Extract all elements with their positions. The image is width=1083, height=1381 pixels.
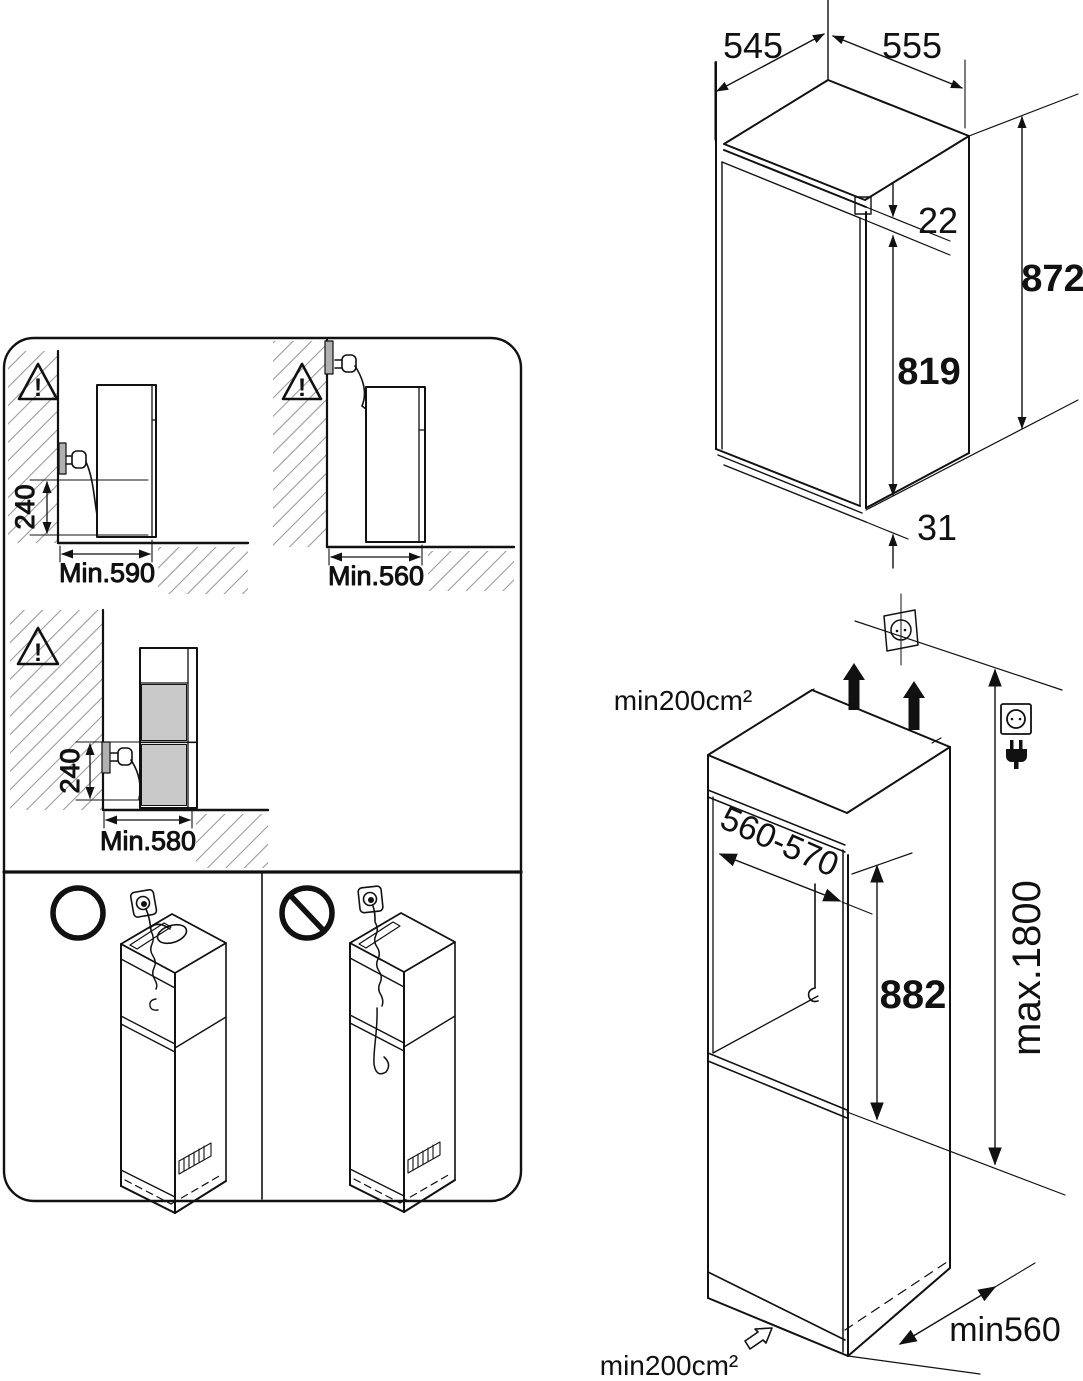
vent-grille-icon: [407, 1141, 441, 1174]
cord-hanging-inside-icon: [373, 921, 390, 1075]
clearance-side-wall-section: ! Min.560: [273, 338, 516, 592]
cabinet-isometric: [120, 913, 227, 1214]
dimension-lines-niche: [718, 668, 1066, 1345]
dimension-min560: [328, 544, 423, 566]
clearance-panel: ! 240 Min.: [2, 336, 523, 1214]
dim-min590-label: Min.590: [59, 558, 155, 588]
clearance-corner-section: ! 240: [10, 608, 270, 868]
dim-22-label: 22: [918, 200, 958, 241]
socket-with-plug-icon: [129, 888, 158, 931]
bottom-airflow-arrow-icon: [744, 1327, 773, 1350]
warning-mark: !: [298, 374, 306, 402]
niche-width-label: 560-570: [715, 799, 844, 884]
fridge-front-view: [139, 647, 198, 809]
dimension-min590: [59, 539, 153, 563]
prohibited-icon: [279, 885, 335, 941]
dimension-lines-appliance: [714, 33, 1027, 569]
niche-depth-label: min560: [949, 1311, 1061, 1349]
dimension-min580: [103, 809, 193, 829]
warning-icon: !: [17, 362, 59, 402]
plug-and-cord-icon: [334, 354, 367, 410]
socket-with-plug-icon: [357, 885, 384, 922]
dimension-240: [75, 741, 197, 801]
plug-and-cord-icon: [65, 450, 98, 516]
appliance-isometric-view: 545 555 22 872 819 31: [714, 0, 1083, 569]
dim-min560-label: Min.560: [328, 561, 424, 591]
max-height-label: max.1800: [1005, 880, 1049, 1056]
vent-grille-icon: [178, 1142, 212, 1175]
fridge-side-view: [96, 384, 157, 538]
dim-240-corner-label: 240: [55, 748, 85, 793]
warning-icon: !: [16, 626, 60, 667]
airflow-arrow-icons: [843, 663, 925, 730]
ceiling-socket-icon: [883, 593, 919, 666]
wall-socket-icon: [324, 340, 334, 375]
dim-819-label: 819: [897, 351, 960, 393]
plug-icon: [1006, 740, 1027, 769]
warning-mark: !: [34, 374, 42, 402]
cord-on-top-icon: [149, 923, 188, 1011]
plug-and-cord-icon: [110, 747, 141, 800]
dim-872-label: 872: [1021, 258, 1083, 300]
wall-socket-front-icon: [1000, 703, 1032, 735]
warning-icon: !: [281, 362, 323, 402]
cord-routing-correct-section: [50, 885, 227, 1214]
allowed-icon: [50, 885, 106, 941]
wall-socket-icon: [101, 741, 111, 774]
dimension-240: [29, 479, 149, 536]
cabinet-isometric: [349, 912, 456, 1213]
cord-routing-incorrect-section: [279, 885, 456, 1213]
dim-545-label: 545: [723, 25, 783, 66]
top-vent-label: min200cm²: [614, 685, 752, 716]
dim-min580-label: Min.580: [100, 826, 196, 856]
mains-cable-icon: [807, 883, 819, 1003]
fridge-side-view: [365, 386, 426, 543]
bottom-vent-label: min200cm²: [600, 1350, 738, 1381]
dim-555-label: 555: [882, 25, 942, 66]
clearance-rear-wall-section: ! 240 Min.: [8, 349, 250, 594]
wall-socket-icon: [58, 442, 67, 475]
niche-isometric-view: min200cm² 560-570 882 max.1800 min560 mi…: [600, 593, 1066, 1381]
dim-240-rear-label: 240: [10, 484, 40, 529]
niche-height-label: 882: [880, 973, 947, 1017]
warning-mark: !: [34, 639, 42, 667]
dim-31-label: 31: [917, 507, 957, 548]
